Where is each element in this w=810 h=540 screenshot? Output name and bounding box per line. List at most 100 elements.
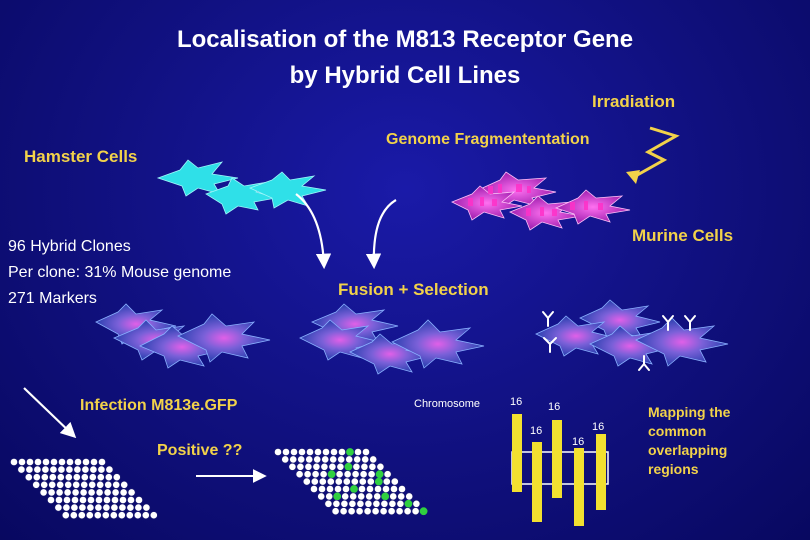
well xyxy=(349,492,358,501)
chromosome-bar xyxy=(532,442,542,522)
well xyxy=(361,455,370,464)
chromosome-bar-label: 16 xyxy=(510,396,523,408)
well xyxy=(364,499,373,508)
gfp-positive-well xyxy=(375,470,384,479)
fragment xyxy=(527,186,531,193)
hamster-cells-label: Hamster Cells xyxy=(24,147,138,166)
lightning-bolt-arrowhead xyxy=(626,170,640,184)
slide-title-line2: by Hybrid Cell Lines xyxy=(289,62,521,89)
mapping-label: Mapping the common overlapping regions xyxy=(648,403,730,479)
well xyxy=(412,499,421,508)
fragment xyxy=(492,199,497,206)
well xyxy=(126,503,135,512)
well xyxy=(289,455,298,464)
well xyxy=(357,492,366,501)
well xyxy=(396,499,405,508)
well xyxy=(18,458,26,466)
well xyxy=(94,503,103,512)
hybrid-cell xyxy=(391,319,485,369)
well xyxy=(95,488,104,497)
well xyxy=(341,492,350,501)
well xyxy=(304,462,313,471)
well xyxy=(351,470,360,479)
well xyxy=(324,499,333,508)
gfp-positive-well xyxy=(350,485,358,493)
genome-fragmentation-label: Genome Fragmententation xyxy=(386,131,590,148)
well xyxy=(353,455,362,464)
hamster-cell xyxy=(156,159,239,197)
well xyxy=(348,499,357,508)
well xyxy=(63,496,71,504)
well xyxy=(296,462,305,471)
well xyxy=(77,511,86,520)
well xyxy=(339,507,348,516)
well xyxy=(32,480,41,489)
well xyxy=(47,488,56,497)
well xyxy=(295,470,304,479)
mapping-line: Mapping the xyxy=(648,404,731,420)
well xyxy=(97,465,106,474)
mapping-line: regions xyxy=(648,461,699,477)
well xyxy=(336,462,345,471)
well xyxy=(103,496,111,504)
well xyxy=(368,462,377,471)
well xyxy=(127,488,136,497)
well xyxy=(101,511,110,520)
chromosome-bar-label: 16 xyxy=(530,425,543,437)
gfp-positive-well xyxy=(381,492,390,501)
well xyxy=(359,470,368,479)
well xyxy=(88,480,97,489)
well xyxy=(25,465,34,474)
well xyxy=(311,470,320,479)
well xyxy=(141,511,150,520)
well xyxy=(49,465,58,474)
well xyxy=(135,496,143,504)
well xyxy=(332,499,341,508)
well xyxy=(55,488,64,497)
well xyxy=(71,496,79,504)
hybrid-cell xyxy=(177,313,271,363)
murine-cell xyxy=(554,189,631,225)
well xyxy=(127,496,135,504)
well xyxy=(405,492,414,501)
well xyxy=(55,496,63,504)
well xyxy=(355,507,364,516)
well xyxy=(389,492,398,501)
well xyxy=(325,492,334,501)
curved-arrow-icon xyxy=(295,193,332,270)
well xyxy=(350,477,359,486)
well xyxy=(110,503,119,512)
hybrid-cells-left xyxy=(95,303,271,369)
well xyxy=(390,485,398,493)
well xyxy=(330,448,338,456)
y-shaped-antibody-icon xyxy=(662,315,674,331)
chromosome-bar xyxy=(512,414,522,492)
well xyxy=(390,477,399,486)
fragment xyxy=(516,184,522,192)
fragment xyxy=(480,197,484,206)
hybrid-cells-right xyxy=(535,299,729,367)
well xyxy=(356,499,365,508)
well xyxy=(334,485,342,493)
well xyxy=(134,503,143,512)
well xyxy=(56,473,65,482)
well xyxy=(119,496,127,504)
well-plate-grid-left xyxy=(10,458,158,520)
well xyxy=(96,473,105,482)
well xyxy=(383,470,392,479)
well xyxy=(65,465,74,474)
murine-cell xyxy=(451,185,523,221)
gfp-positive-well xyxy=(344,462,353,471)
well xyxy=(354,448,362,456)
well xyxy=(334,477,343,486)
well xyxy=(69,511,78,520)
well xyxy=(10,458,18,466)
well xyxy=(85,511,94,520)
well xyxy=(80,473,89,482)
well xyxy=(103,488,112,497)
well xyxy=(104,473,113,482)
hybrid-cell xyxy=(635,317,729,367)
hamster-cell xyxy=(248,171,327,209)
fragment xyxy=(552,209,557,216)
